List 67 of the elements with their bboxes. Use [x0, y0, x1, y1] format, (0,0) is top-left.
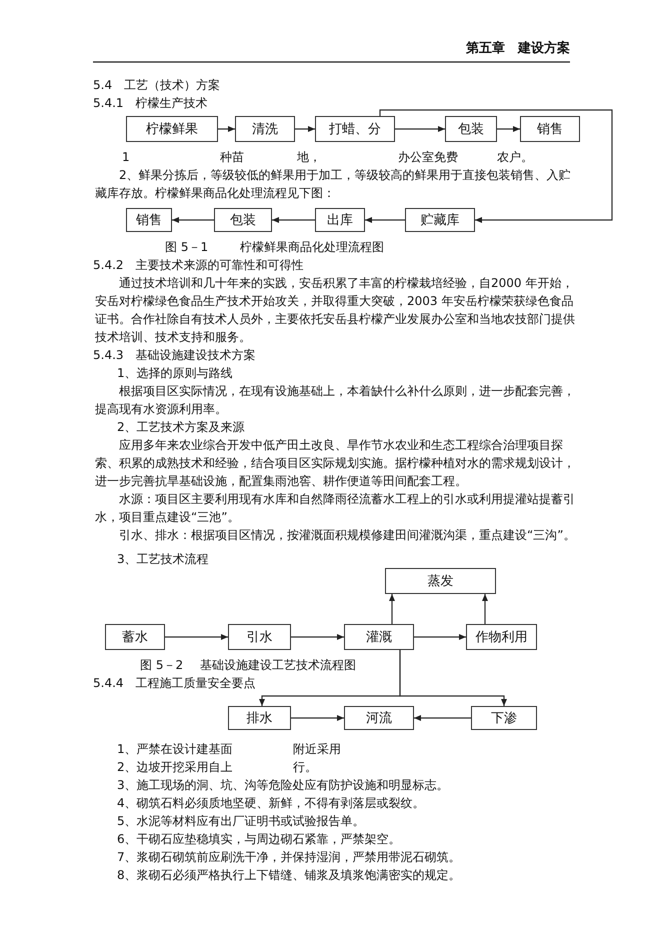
paragraph: 通过技术培训和几十年来的实践，安岳积累了丰富的柠檬栽培经验，自2000 年开始，安岳对柠檬绿色食品生产技术开始攻关，并取得重大突破，2003 年安岳柠檬荣获绿色食品证书。合作社除自有技术人员外，主要依托安岳县柠檬产业发展办公室和当地农技部门提供技术培训、技术支持和服务。: [95, 275, 576, 346]
list-item: 4、砌筑石料必须质地坚硬、新鲜，不得有剥落层或裂纹。: [117, 795, 425, 812]
text-fragment: 办公室免费: [398, 149, 458, 166]
list-item: 1、严禁在设计建基面: [117, 741, 233, 758]
arrow: [414, 715, 471, 721]
process-box: 作物利用: [466, 624, 537, 650]
arrow: [365, 217, 405, 223]
process-box: 柠檬鲜果: [126, 116, 218, 142]
process-box: 包装: [214, 208, 272, 232]
process-box: 清洗: [235, 116, 295, 142]
process-box: 蒸发: [385, 568, 496, 594]
paragraph: 应用多年来农业综合开发中低产田土改良、旱作节水农业和生态工程综合治理项目探索、积累的成熟技术和经验，结合项目区实际规划实施。据柠檬种植对水的需求规划设计，进一步完善抗旱基础设施，配置集雨池窖、耕作便道等田间配套工程。: [95, 437, 576, 490]
arrow: [395, 126, 445, 132]
subsection-heading: 1、选择的原则与路线: [117, 365, 233, 382]
arrow: [497, 126, 520, 132]
process-box: 贮藏库: [405, 208, 475, 232]
list-item: 5、水泥等材料应有出厂证明书或试验报告单。: [117, 813, 365, 830]
arrow: [172, 217, 214, 223]
arrow: [165, 634, 228, 640]
text-fragment: 附近采用: [293, 741, 341, 758]
section-heading: 5.4.1 柠檬生产技术: [93, 95, 208, 112]
figure-number: 图 5－1: [165, 239, 208, 256]
process-box: 包装: [445, 116, 497, 142]
process-box: 打蜡、分: [315, 116, 395, 142]
arrow: [291, 715, 344, 721]
process-box: 河流: [344, 706, 414, 730]
paragraph: 2、鲜果分拣后，等级较低的鲜果用于加工，等级较高的鲜果用于直接包装销售、入贮藏库存放。柠檬鲜果商品化处理流程见下图：: [95, 167, 572, 202]
text-fragment: 1: [122, 149, 130, 166]
process-box: 灌溉: [344, 624, 414, 650]
text-fragment: 地，: [297, 149, 321, 166]
section-heading: 5.4.4 工程施工质量安全要点: [93, 675, 256, 692]
arrow: [295, 126, 315, 132]
section-heading: 5.4 工艺（技术）方案: [93, 77, 220, 94]
process-box: 下渗: [471, 706, 537, 730]
figure-caption: 基础设施建设工艺技术流程图: [200, 657, 356, 674]
paragraph: 根据项目区实际情况，在现有设施基础上，本着缺什么补什么原则，进一步配套完善，提高现有水资源利用率。: [95, 383, 576, 418]
section-heading: 5.4.2 主要技术来源的可靠性和可得性: [93, 257, 304, 274]
subsection-heading: 3、工艺技术流程: [117, 551, 209, 568]
arrow: [272, 217, 315, 223]
process-box: 销售: [520, 116, 580, 142]
list-item: 2、边坡开挖采用自上: [117, 759, 233, 776]
paragraph: 水源：项目区主要利用现有水库和自然降雨径流蓄水工程上的引水或利用提灌站提蓄引水，项目重点建设“三池”。: [95, 491, 576, 526]
process-box: 引水: [228, 624, 291, 650]
list-item: 8、浆砌石必须严格执行上下错缝、铺浆及填浆饱满密实的规定。: [117, 867, 461, 884]
subsection-heading: 2、工艺技术方案及来源: [117, 419, 245, 436]
process-box: 蓄水: [105, 624, 165, 650]
text-fragment: 种苗: [220, 149, 244, 166]
arrow: [218, 126, 235, 132]
paragraph: 引水、排水：根据项目区情况，按灌溉面积规模修建田间灌溉沟渠，重点建设“三沟”。: [118, 527, 576, 544]
arrow: [414, 634, 466, 640]
figure-caption: 柠檬鲜果商品化处理流程图: [240, 239, 384, 256]
process-box: 销售: [126, 208, 172, 232]
process-box: 出库: [315, 208, 365, 232]
arrow: [389, 594, 395, 624]
process-box: 排水: [228, 706, 291, 730]
arrow: [379, 109, 613, 223]
figure-number: 图 5－2: [140, 657, 184, 674]
page-header: 第五章 建设方案: [465, 40, 570, 58]
arrow: [291, 634, 344, 640]
arrow: [399, 650, 507, 706]
list-item: 6、干砌石应垫稳填实，与周边砌石紧靠，严禁架空。: [117, 831, 401, 848]
text-fragment: 农户。: [497, 149, 533, 166]
list-item: 7、浆砌石砌筑前应刷洗干净，并保持湿润，严禁用带泥石砌筑。: [117, 849, 461, 866]
list-item: 3、施工现场的洞、坑、沟等危险处应有防护设施和明显标志。: [117, 777, 449, 794]
section-heading: 5.4.3 基础设施建设技术方案: [93, 347, 256, 364]
arrow: [482, 594, 488, 624]
text-fragment: 行。: [293, 759, 317, 776]
